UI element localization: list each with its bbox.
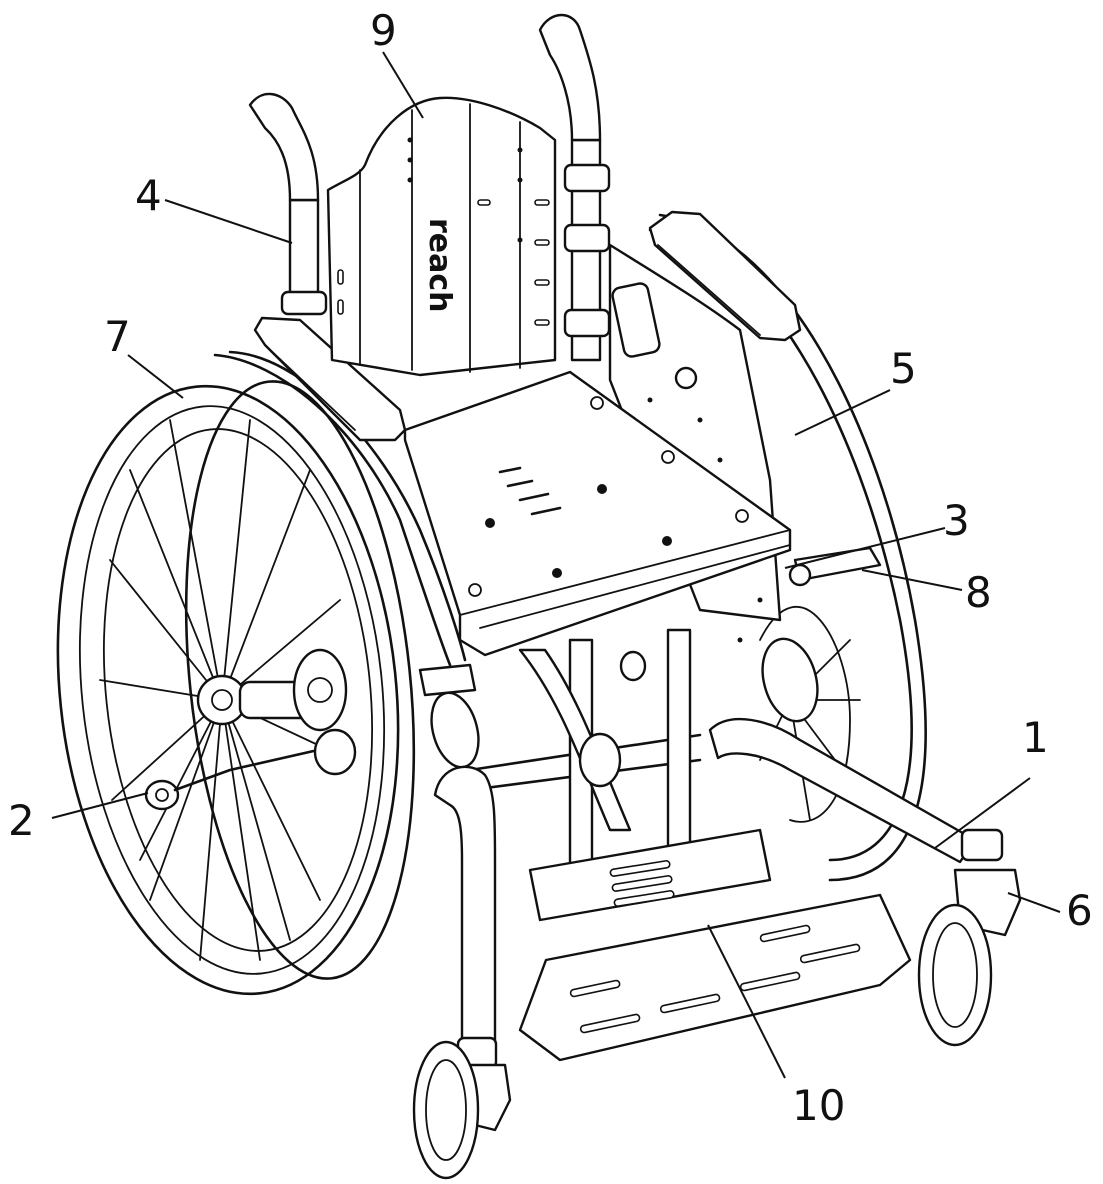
callout-2: 2 (8, 796, 35, 845)
leader-8 (861, 569, 963, 591)
leader-9 (382, 51, 424, 119)
callout-labels: 1 2 3 4 5 6 7 8 9 10 (8, 6, 1093, 1130)
leader-1 (934, 777, 1031, 849)
backrest-brand-text: reach (422, 218, 457, 313)
callout-9: 9 (370, 6, 397, 55)
leader-lines (51, 51, 1061, 1079)
right-caster (917, 828, 1022, 1047)
callout-4: 4 (135, 171, 162, 220)
seat-plate (403, 370, 792, 657)
leader-5 (794, 389, 891, 436)
left-caster (412, 1036, 512, 1180)
leader-6 (1007, 892, 1061, 913)
leader-2 (51, 792, 149, 819)
right-armrest (648, 210, 802, 342)
callout-7: 7 (104, 312, 131, 361)
undercarriage (430, 628, 977, 1052)
push-handles (248, 13, 611, 362)
callout-6: 6 (1066, 886, 1093, 935)
callout-10: 10 (792, 1081, 845, 1130)
left-armrest (213, 316, 477, 697)
backrest: reach (326, 96, 557, 377)
leader-7 (127, 354, 184, 399)
callout-5: 5 (890, 344, 917, 393)
callout-3: 3 (943, 496, 970, 545)
leader-10 (707, 924, 786, 1079)
callout-1: 1 (1022, 713, 1049, 762)
footrest (518, 828, 912, 1062)
leader-4 (164, 199, 293, 244)
brake-lever (788, 546, 882, 587)
callout-8: 8 (965, 568, 992, 617)
leader-3 (784, 527, 946, 569)
left-rear-wheel (56, 380, 416, 996)
